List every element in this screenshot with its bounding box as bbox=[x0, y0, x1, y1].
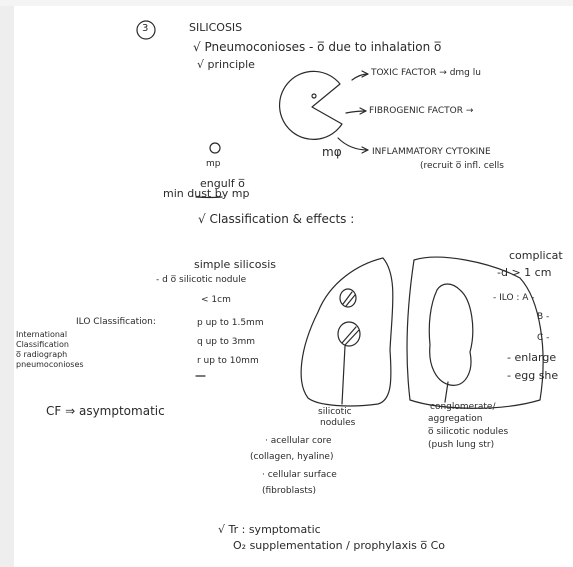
page-top-margin bbox=[0, 0, 573, 6]
recruit-cells: (recruit o̅ infl. cells bbox=[420, 161, 504, 171]
engulf-line-2: min dust by mp bbox=[163, 187, 250, 200]
principle-line: √ principle bbox=[197, 58, 255, 71]
fibrogenic-factor: FIBROGENIC FACTOR → bbox=[369, 106, 474, 116]
nodule-pointer bbox=[341, 345, 346, 405]
simple-nodule-desc: - d o̅ silicotic nodule bbox=[156, 275, 247, 285]
silicotic-nodule-2 bbox=[337, 321, 361, 347]
conglomerate-label-1: conglomerate/ bbox=[430, 402, 496, 412]
treatment-line: √ Tr : symptomatic bbox=[218, 523, 321, 536]
ilo-p: p up to 1.5mm bbox=[197, 318, 264, 328]
page-number: 3 bbox=[142, 23, 149, 34]
ilo-legend-4: pneumoconioses bbox=[16, 360, 84, 369]
ilo-legend-2: Classification bbox=[16, 340, 69, 349]
conglomerate-label-2: aggregation bbox=[428, 414, 483, 424]
ilo-r: r up to 10mm bbox=[197, 356, 259, 366]
arrow-fibrogenic bbox=[345, 110, 367, 114]
collagen-hyaline: (collagen, hyaline) bbox=[250, 452, 334, 462]
conglomerate-pointer bbox=[444, 381, 449, 403]
silicotic-nodules-label-2: nodules bbox=[320, 418, 356, 428]
page-left-margin bbox=[0, 0, 14, 567]
acellular-core: · acellular core bbox=[265, 436, 332, 446]
classification-heading: √ Classification & effects : bbox=[198, 212, 355, 226]
arrow-inflammatory bbox=[337, 137, 369, 151]
page-title: SILICOSIS bbox=[189, 21, 243, 34]
ilo-q: q up to 3mm bbox=[197, 337, 256, 347]
conglomerate-mass bbox=[428, 283, 474, 386]
oxygen-line: O₂ supplementation / prophylaxis o̅ Co bbox=[233, 539, 446, 552]
toxic-factor: TOXIC FACTOR → dmg lu bbox=[371, 68, 481, 78]
pneumoconioses-line: √ Pneumoconioses - o̅ due to inhalation … bbox=[193, 40, 442, 54]
dust-particle bbox=[209, 142, 221, 154]
cellular-surface: · cellular surface bbox=[262, 470, 337, 480]
inflammatory-cytokine: INFLAMMATORY CYTOKINE bbox=[372, 147, 491, 157]
ilo-legend-1: International bbox=[16, 330, 68, 339]
page-number-circle bbox=[136, 20, 156, 40]
complicated-c: C - bbox=[537, 333, 550, 343]
silicotic-nodules-label-1: silicotic bbox=[318, 407, 352, 417]
macrophage-body bbox=[278, 70, 343, 140]
complicated-ilo: - ILO : A - bbox=[493, 293, 535, 303]
conglomerate-label-4: (push lung str) bbox=[428, 440, 495, 450]
complicated-eggshell: - egg she bbox=[507, 369, 559, 382]
complicated-heading: complicat bbox=[509, 249, 563, 262]
cf-asymptomatic: CF ⇒ asymptomatic bbox=[46, 404, 165, 418]
lung-simple bbox=[300, 257, 394, 407]
engulf-line-1: engulf o̅ bbox=[200, 177, 245, 190]
ilo-legend-3: o̅ radiograph bbox=[16, 350, 68, 359]
conglomerate-label-3: o̅ silicotic nodules bbox=[428, 427, 509, 437]
macrophage-label: mφ bbox=[322, 145, 342, 159]
fibroblasts: (fibroblasts) bbox=[262, 486, 317, 496]
mp-label: mp bbox=[206, 159, 221, 169]
complicated-b: B - bbox=[537, 312, 550, 322]
complicated-enlarged: - enlarge bbox=[507, 351, 557, 364]
simple-size: < 1cm bbox=[201, 295, 231, 305]
complicated-size: -d > 1 cm bbox=[497, 266, 552, 279]
macrophage-eye bbox=[311, 93, 317, 99]
silicotic-nodule-1 bbox=[339, 288, 357, 308]
nodule-hatching bbox=[341, 291, 360, 346]
ilo-classification: ILO Classification: bbox=[76, 317, 156, 327]
lung-complicated bbox=[406, 256, 544, 409]
simple-silicosis: simple silicosis bbox=[194, 258, 277, 271]
